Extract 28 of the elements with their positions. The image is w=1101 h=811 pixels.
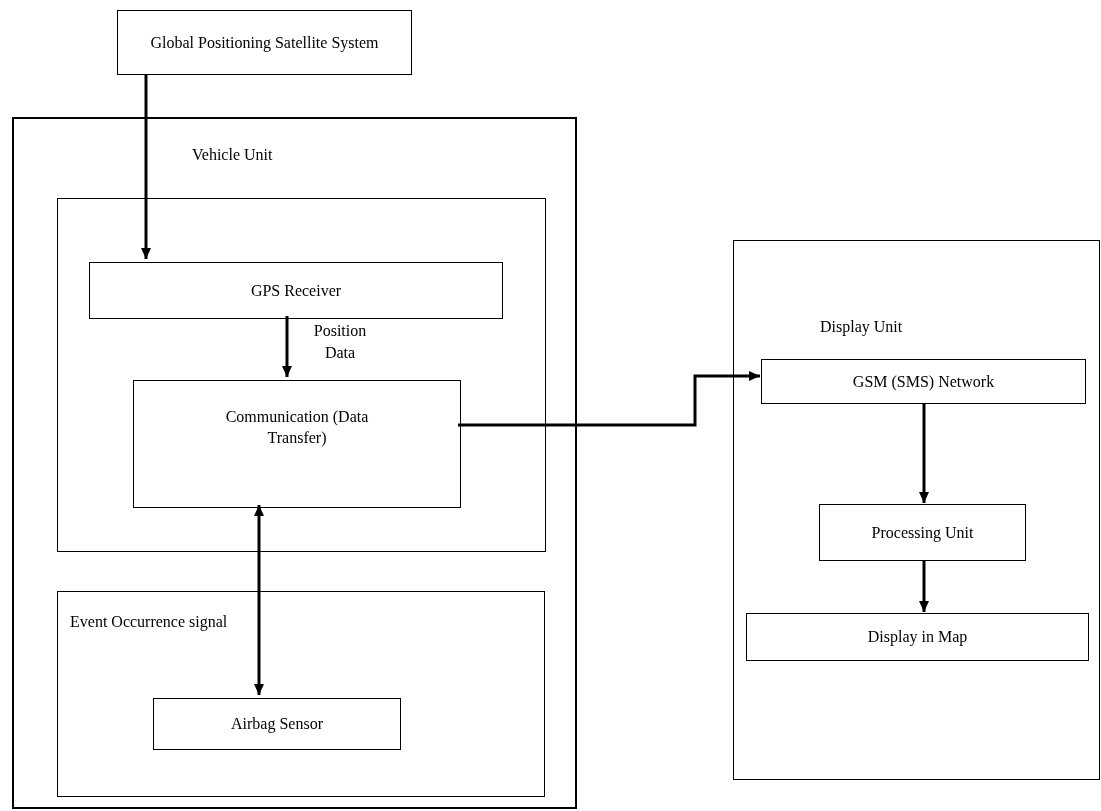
box-label: Display in Map (866, 626, 969, 648)
double-arrow (254, 505, 264, 695)
arrow (919, 403, 929, 503)
unit-heading: Event Occurrence signal (70, 612, 229, 633)
box-label: Processing Unit (870, 522, 975, 543)
process-box (746, 613, 1089, 661)
process-box (153, 698, 401, 750)
process-box (133, 380, 461, 508)
process-box (89, 262, 503, 319)
box-label: GPS Receiver (249, 280, 343, 301)
group-box (57, 198, 546, 552)
process-box (761, 359, 1086, 404)
unit-heading: Vehicle Unit (192, 145, 273, 165)
box-label: Airbag Sensor (230, 713, 324, 735)
box-label: Global Positioning Satellite System (149, 32, 380, 53)
arrow (282, 316, 292, 377)
box-label: GSM (SMS) Network (851, 371, 996, 392)
unit-panel (733, 240, 1100, 780)
edge-label: Position Data (312, 321, 368, 363)
unit-panel (57, 591, 545, 797)
process-box (819, 504, 1026, 561)
process-box (117, 10, 412, 75)
unit-panel (12, 117, 577, 809)
box-label: Communication (Data Transfer) (224, 407, 370, 448)
arrow (141, 75, 151, 259)
arrow (919, 560, 929, 612)
arrow (458, 371, 760, 427)
unit-heading: Display Unit (820, 317, 903, 338)
